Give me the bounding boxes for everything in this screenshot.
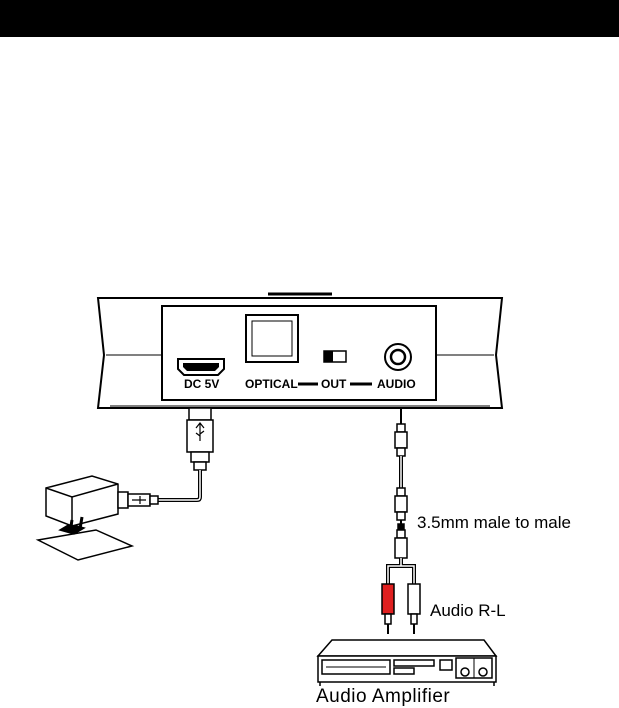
audio-amplifier — [318, 640, 496, 686]
power-adapter — [38, 476, 158, 560]
rca-plug-red — [382, 584, 394, 634]
audio-rl-label: Audio R-L — [430, 601, 506, 621]
amplifier-label: Audio Amplifier — [316, 686, 450, 708]
device-front — [98, 294, 502, 408]
out-label: OUT — [321, 377, 347, 391]
optical-port: OPTICAL — [245, 315, 298, 391]
rca-plug-white — [408, 584, 420, 634]
dc-port: DC 5V — [178, 359, 224, 391]
usb-cable — [158, 408, 213, 500]
optical-label: OPTICAL — [245, 377, 298, 391]
dc-label: DC 5V — [184, 377, 219, 391]
audio-label: AUDIO — [377, 377, 416, 391]
cable-label: 3.5mm male to male — [417, 513, 571, 533]
aux-cable — [388, 408, 414, 584]
